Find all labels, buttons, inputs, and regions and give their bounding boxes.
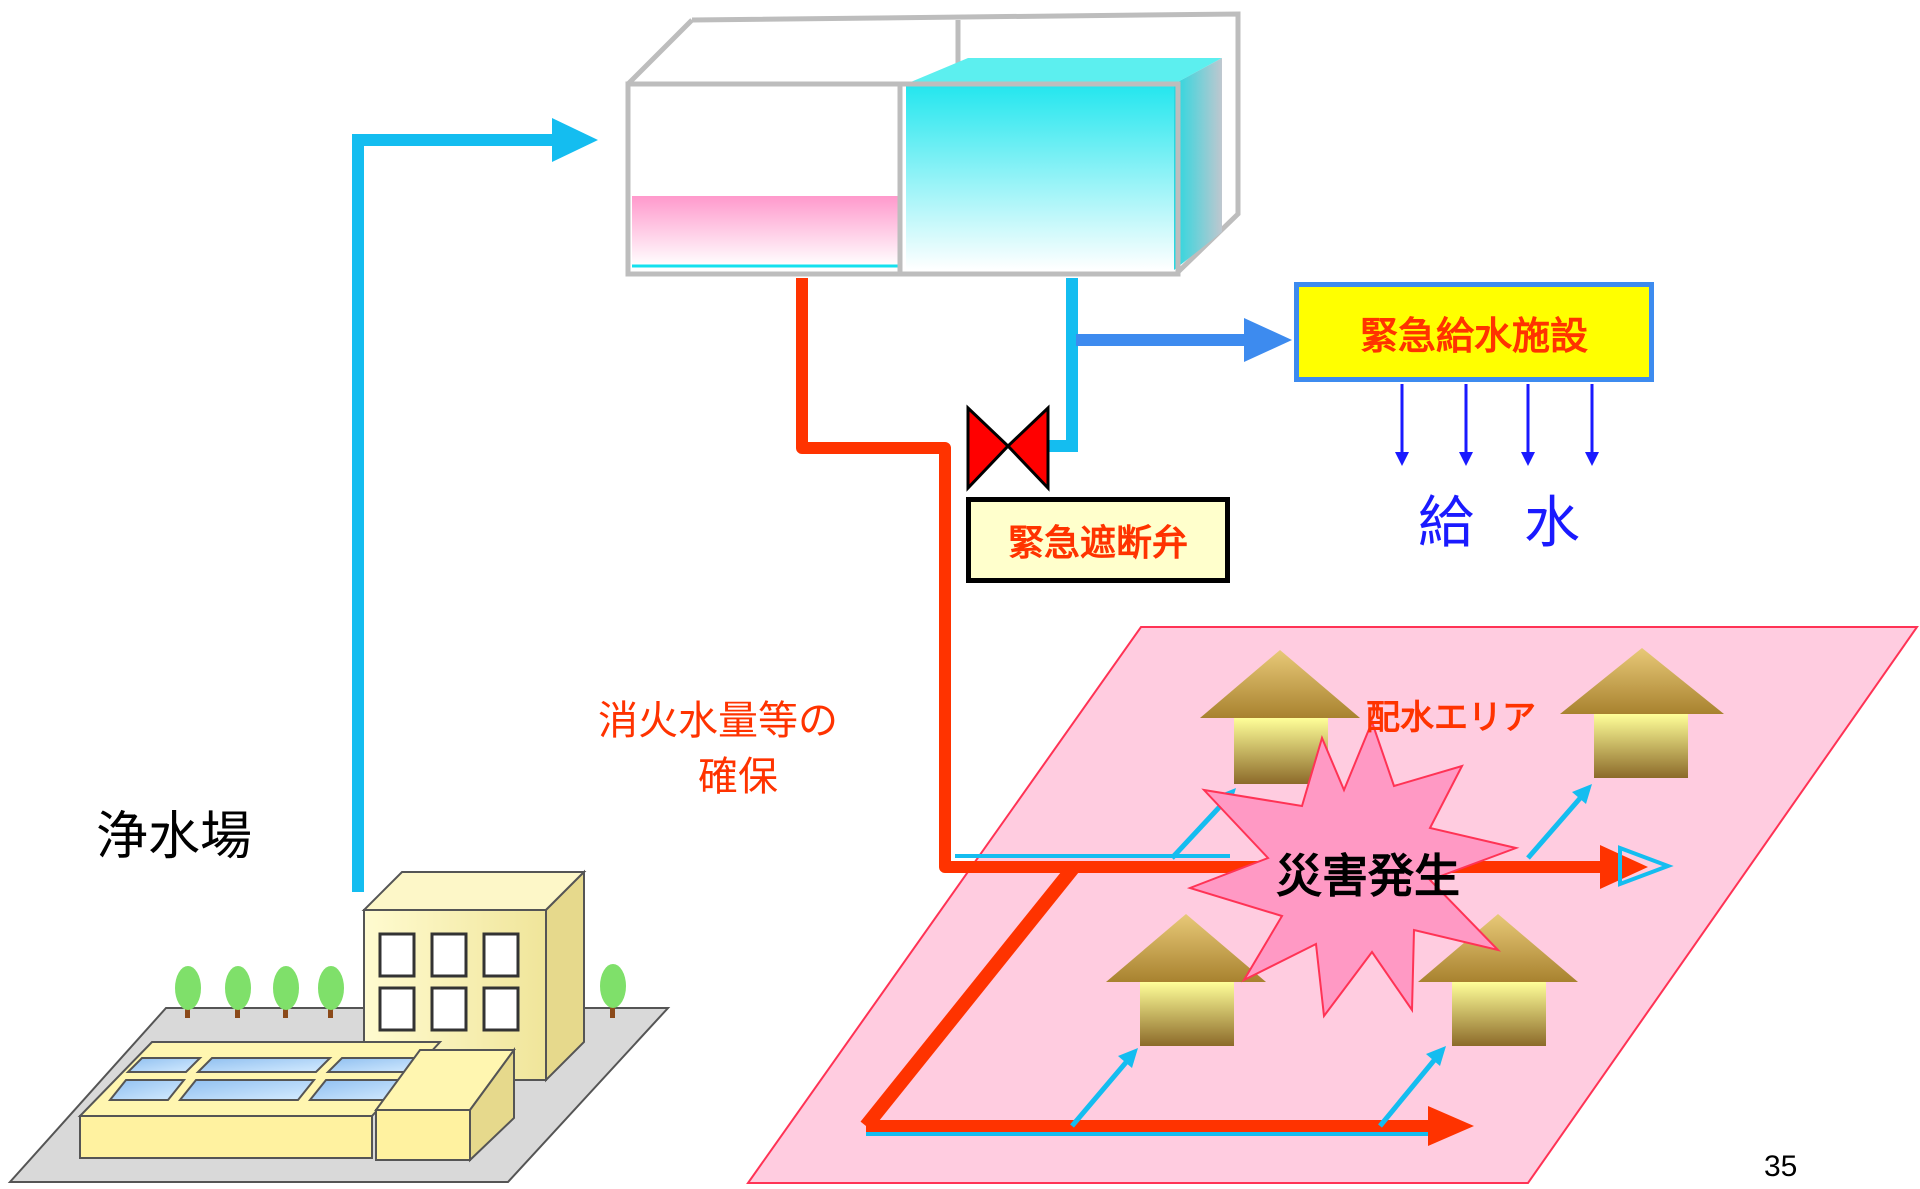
fire-water-label-line2: 確保 — [698, 754, 778, 800]
house-arrow-icon — [1106, 914, 1266, 1046]
fire-water-label-line1: 消火水量等の — [598, 698, 838, 744]
house-arrow-icon — [1560, 648, 1724, 778]
tree-icon — [225, 966, 251, 1018]
disaster-label: 災害発生 — [1276, 849, 1460, 903]
clean-water-pipe — [352, 134, 560, 892]
explosion-burst-icon — [1186, 719, 1520, 1019]
shutoff-valve-box: 緊急遮断弁 — [966, 497, 1230, 583]
fire-water-pipe — [796, 278, 1230, 873]
tree-icon — [175, 966, 201, 1018]
purification-plant-icon — [7, 869, 671, 1183]
clean-water-arrowhead — [552, 118, 598, 162]
water-tank-icon — [625, 11, 1241, 277]
supply-label-2: 水 — [1524, 491, 1580, 556]
supply-arrowhead — [1244, 318, 1292, 362]
house-arrow-icon — [1418, 914, 1578, 1046]
tree-icon — [273, 966, 299, 1018]
shutoff-valve-label: 緊急遮断弁 — [1007, 523, 1188, 564]
tree-icon — [600, 964, 626, 1018]
plant-label: 浄水場 — [96, 807, 253, 867]
gate-valve-icon — [966, 404, 1050, 492]
emergency-supply-facility-box: 緊急給水施設 — [1294, 282, 1654, 382]
distribution-area-label: 配水エリア — [1366, 698, 1536, 738]
page-number: 35 — [1764, 1150, 1798, 1183]
supply-down-arrows — [1395, 384, 1599, 466]
tree-icon — [318, 966, 344, 1018]
emergency-supply-facility-label: 緊急給水施設 — [1359, 313, 1588, 358]
supply-label-1: 給 — [1418, 491, 1474, 556]
